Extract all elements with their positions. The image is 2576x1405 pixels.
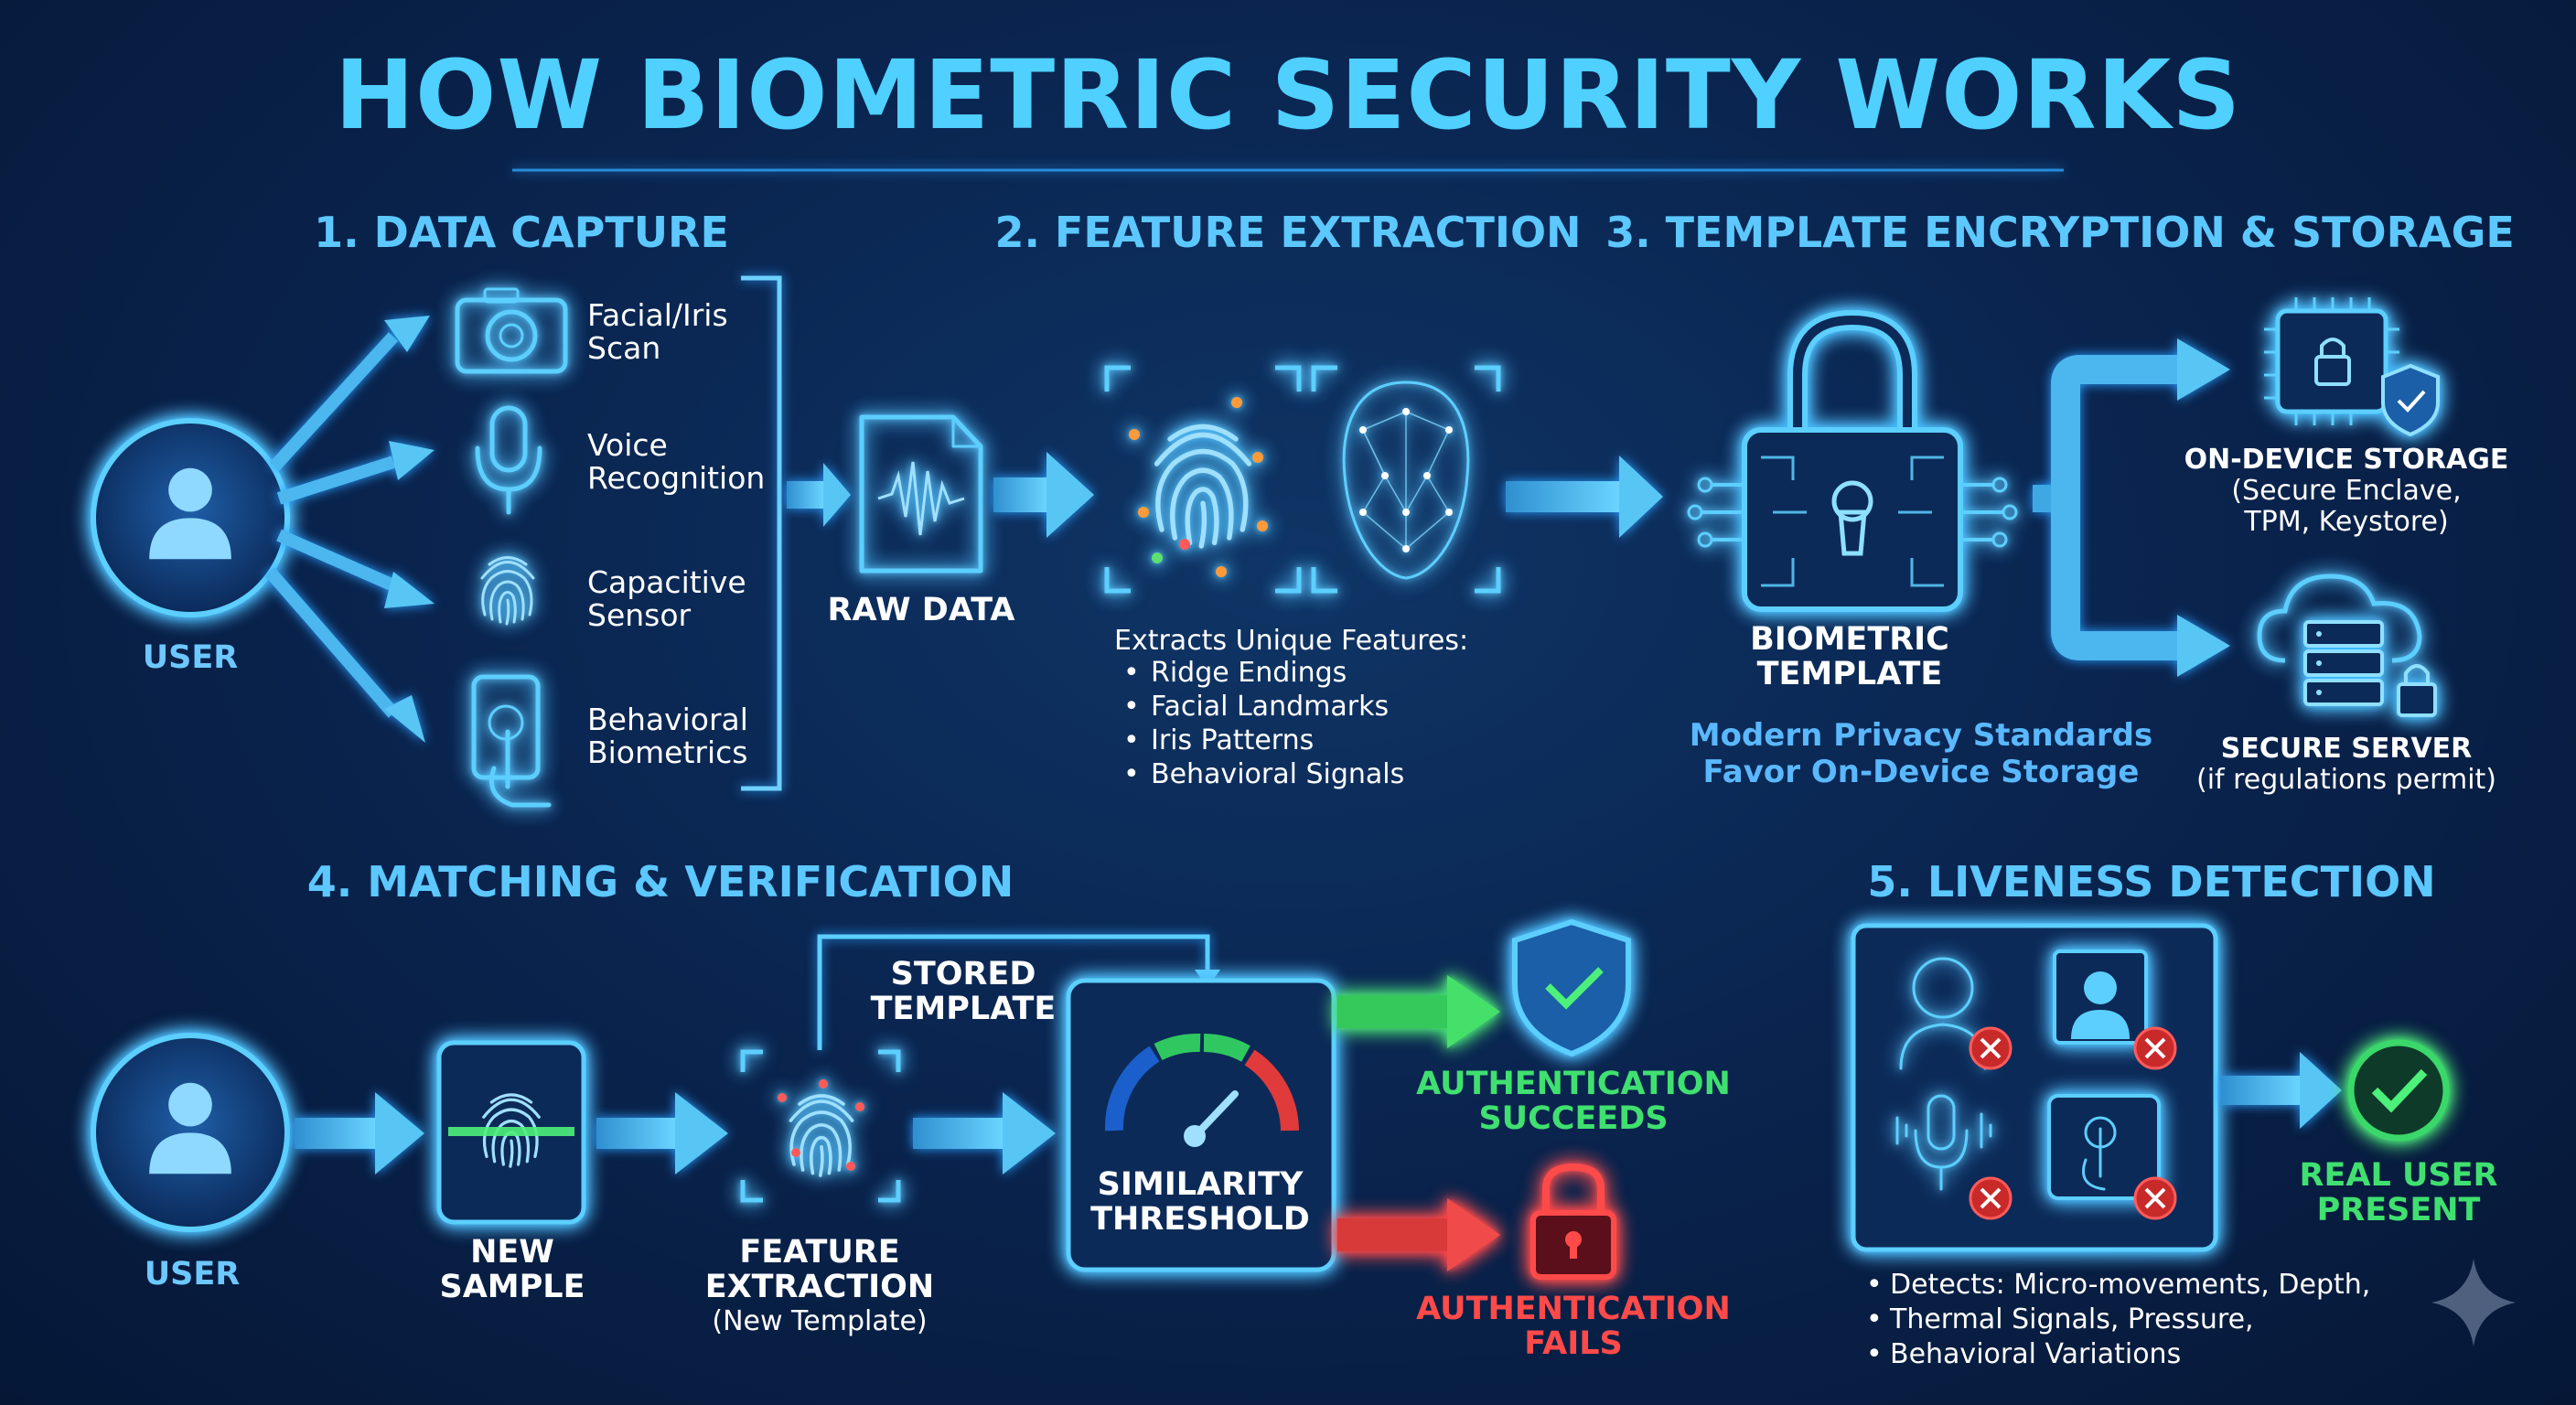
section-title-liveness: 5. LIVENESS DETECTION: [1867, 857, 2435, 906]
face-landmark-frame: [1311, 365, 1501, 594]
privacy-note-1: Modern Privacy Standards: [1690, 717, 2153, 754]
feature-extraction-label-1: FEATURE: [739, 1234, 899, 1271]
feature-bullet: •: [1123, 691, 1140, 723]
section-title-matching: 4. MATCHING & VERIFICATION: [307, 857, 1014, 906]
feature-item-2: Facial Landmarks: [1151, 691, 1389, 723]
method-label-1a: Facial/Iris: [587, 297, 728, 333]
fingerprint-icon: [480, 556, 535, 626]
stored-template-label-2: TEMPLATE: [871, 991, 1057, 1027]
method-label-2b: Recognition: [587, 460, 765, 496]
voice-spoof-icon: [1895, 1094, 1992, 1191]
feature-item-3: Iris Patterns: [1151, 724, 1314, 756]
liveness-bullet-3: Behavioral Variations: [1890, 1338, 2181, 1370]
on-device-storage-line1: (Secure Enclave,: [2231, 475, 2461, 507]
feature-item-1: Ridge Endings: [1151, 657, 1347, 689]
new-sample-label-2: SAMPLE: [440, 1269, 585, 1305]
section-title-data-capture: 1. DATA CAPTURE: [314, 208, 729, 257]
liveness-bullet-1: Detects: Micro-movements, Depth,: [1890, 1269, 2370, 1301]
method-label-2a: Voice: [587, 427, 668, 463]
similarity-threshold-label-1: SIMILARITY: [1098, 1166, 1304, 1203]
privacy-note-2: Favor On-Device Storage: [1703, 754, 2140, 790]
check-circle-icon: [2347, 1039, 2450, 1142]
touch-spoof-icon: [2047, 1094, 2161, 1200]
user-label-bottom: USER: [145, 1256, 241, 1292]
section-title-template-encryption: 3. TEMPLATE ENCRYPTION & STORAGE: [1605, 208, 2515, 257]
capture-bracket: [741, 275, 782, 791]
raw-data-label: RAW DATA: [828, 592, 1015, 628]
success-arrow: [1337, 975, 1500, 1048]
auth-success-label-1: AUTHENTICATION: [1416, 1066, 1731, 1102]
new-sample-label-1: NEW: [470, 1234, 554, 1271]
arrow-to-extraction: [993, 452, 1094, 538]
fail-arrow: [1337, 1198, 1500, 1271]
secure-server-line1: (if regulations permit): [2196, 764, 2496, 796]
method-label-3b: Sensor: [587, 597, 692, 633]
sparkle-icon: [2431, 1259, 2516, 1346]
liveness-bullet-list: • Detects: Micro-movements, Depth, • The…: [1866, 1269, 2370, 1370]
x-mark-icon: [2133, 1176, 2177, 1220]
stored-template-label-1: STORED: [891, 956, 1036, 992]
arrow-to-real-user: [2221, 1052, 2342, 1129]
extraction-caption: Extracts Unique Features:: [1114, 625, 1468, 657]
feature-extraction-label-3: (New Template): [712, 1305, 927, 1337]
phone-touch-icon: [471, 674, 552, 808]
section-title-feature-extraction: 2. FEATURE EXTRACTION: [994, 208, 1581, 257]
liveness-bullet-2: Thermal Signals, Pressure,: [1889, 1303, 2254, 1335]
shield-check-icon: [1512, 918, 1631, 1057]
page-title: HOW BIOMETRIC SECURITY WORKS: [335, 39, 2241, 151]
arrow-to-encryption: [1506, 456, 1663, 538]
biometric-template-label-1: BIOMETRIC: [1750, 621, 1949, 658]
user-label-top: USER: [143, 639, 239, 676]
fingerprint-scan-frame: [1104, 365, 1302, 594]
on-device-storage-title: ON-DEVICE STORAGE: [2184, 444, 2509, 476]
biometric-template-label-2: TEMPLATE: [1757, 656, 1943, 692]
raw-data-file-icon: [859, 414, 983, 574]
feature-bullet: •: [1123, 758, 1140, 790]
on-device-storage-line2: TPM, Keystore): [2243, 506, 2448, 538]
method-label-4b: Biometrics: [587, 735, 747, 770]
capture-method-labels: Facial/Iris Scan Voice Recognition Capac…: [587, 297, 765, 770]
auth-fail-label-1: AUTHENTICATION: [1416, 1291, 1731, 1327]
arrow-to-threshold: [913, 1092, 1056, 1174]
auth-fail-label-2: FAILS: [1524, 1325, 1623, 1362]
feature-extraction-label-2: EXTRACTION: [705, 1269, 934, 1305]
new-sample-scanner-icon: [436, 1040, 586, 1225]
storage-branch-arrows: [2033, 338, 2230, 677]
auth-success-label-2: SUCCEEDS: [1478, 1100, 1668, 1137]
x-mark-icon: [1969, 1026, 2012, 1070]
photo-spoof-icon: [2053, 949, 2148, 1045]
x-mark-icon: [1969, 1176, 2012, 1220]
arrow-to-raw-data: [787, 463, 851, 527]
arrow-to-new-sample: [295, 1092, 424, 1174]
real-user-label-1: REAL USER: [2300, 1157, 2498, 1194]
liveness-bullet: •: [1866, 1303, 1883, 1335]
liveness-bullet: •: [1866, 1338, 1883, 1370]
method-label-3a: Capacitive: [587, 564, 746, 600]
fail-lock-icon: [1530, 1163, 1616, 1280]
new-template-fingerprint-icon: [740, 1049, 901, 1203]
user-avatar-top: [91, 418, 290, 617]
padlock-chip-icon: [1687, 309, 2018, 612]
feature-bullet: •: [1123, 657, 1140, 689]
stored-template-connector: [817, 934, 1210, 1050]
liveness-bullet: •: [1866, 1269, 1883, 1301]
capture-fan-arrows: [264, 316, 435, 743]
method-label-1b: Scan: [587, 330, 660, 366]
feature-item-4: Behavioral Signals: [1151, 758, 1404, 790]
feature-bullet: •: [1123, 724, 1140, 756]
real-user-label-2: PRESENT: [2317, 1192, 2481, 1228]
x-mark-icon: [2133, 1026, 2177, 1070]
arrow-to-feature-extraction: [596, 1092, 728, 1174]
method-label-4a: Behavioral: [587, 702, 748, 737]
secure-server-title: SECURE SERVER: [2221, 733, 2473, 765]
similarity-threshold-label-2: THRESHOLD: [1090, 1201, 1310, 1238]
microphone-icon: [475, 405, 542, 515]
extraction-feature-list: • Ridge Endings • Facial Landmarks • Iri…: [1123, 657, 1404, 790]
on-device-chip-icon: [2264, 297, 2440, 437]
cloud-server-icon: [2257, 574, 2437, 717]
similarity-threshold-box: [1066, 978, 1336, 1272]
camera-icon: [455, 287, 568, 374]
user-avatar-bottom: [91, 1033, 290, 1232]
